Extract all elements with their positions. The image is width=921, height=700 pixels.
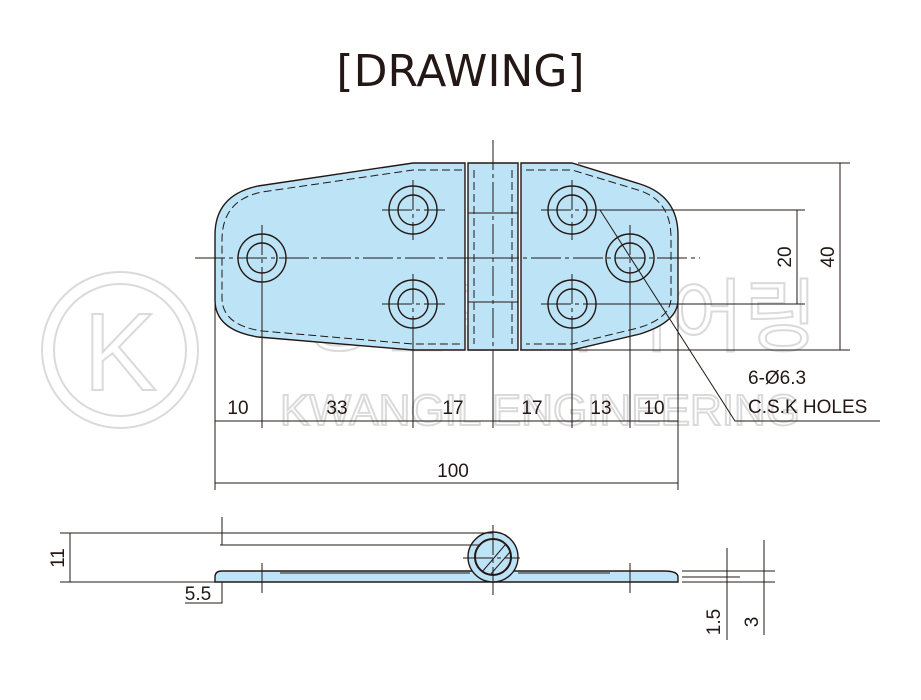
svg-text:17: 17 <box>521 398 542 419</box>
dimensions-top: 10 33 17 17 13 10 100 20 40 6-Ø6.3 C.S.K… <box>214 162 880 490</box>
svg-text:3: 3 <box>742 617 763 628</box>
dimensions-side: 11 5.5 1.5 3 <box>48 517 775 640</box>
svg-text:20: 20 <box>775 246 796 267</box>
svg-text:KWANGIL ENGINEERING: KWANGIL ENGINEERING <box>280 386 800 435</box>
svg-text:K: K <box>83 291 156 414</box>
hinge-side-view <box>214 525 679 595</box>
page-title: [DRAWING] <box>336 46 585 97</box>
svg-text:13: 13 <box>590 398 611 419</box>
svg-text:10: 10 <box>643 398 664 419</box>
svg-text:10: 10 <box>227 398 248 419</box>
svg-text:6-Ø6.3: 6-Ø6.3 <box>748 368 806 389</box>
knuckle <box>467 162 519 351</box>
svg-text:5.5: 5.5 <box>185 584 211 605</box>
svg-text:40: 40 <box>818 246 839 267</box>
svg-text:1.5: 1.5 <box>704 609 725 635</box>
svg-text:17: 17 <box>442 398 463 419</box>
svg-text:33: 33 <box>326 398 347 419</box>
svg-text:100: 100 <box>437 461 469 482</box>
svg-text:11: 11 <box>48 548 69 568</box>
svg-text:C.S.K HOLES: C.S.K HOLES <box>748 397 867 418</box>
